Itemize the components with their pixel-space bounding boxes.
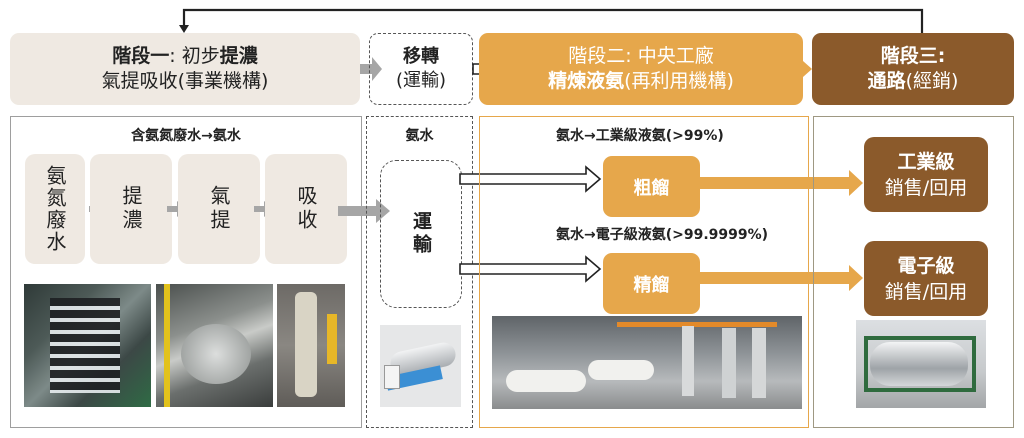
transfer-title: 移轉 [403,46,439,67]
stage-one-label: 階段一 [112,45,170,67]
stage-one-subtitle: 氣提吸收(事業機構) [101,70,269,92]
route-electronic-label: 氨水→電子級液氨(>99.9999%) [556,227,769,243]
step-concentrate: 提濃 [90,154,172,264]
stage-three-title: 階段三: [880,45,946,67]
transport-step-label: 運輸 [410,211,432,257]
on-site-process-panel: 含氨氮廢水→氨水 氨氮廢水 提濃 氣提 吸收 [10,116,362,428]
tanker-truck-photo [380,325,461,407]
stage-one-title-text: : 初步 [169,45,220,67]
step-stripping: 氣提 [178,154,260,264]
crude-distillation-box: 粗餾 [603,156,700,217]
gray-arrow-icon [360,57,382,81]
feedback-loop-arrow [179,8,924,33]
step-stripping-label: 氣提 [207,185,231,233]
fine-distillation-box: 精餾 [603,253,700,314]
step-wastewater-label: 氨氮廢水 [43,165,67,253]
panel-one-title: 含氨氮廢水→氨水 [131,128,241,144]
route-industrial-label: 氨水→工業級液氨(>99%) [556,128,724,144]
transfer-subtitle: (運輸) [395,70,447,91]
tan-arrow-icon [803,61,812,77]
stage-two-subtitle-emphasis: 精煉液氨 [548,70,625,92]
stage-one-header: 階段一: 初步提濃 氣提吸收(事業機構) [10,33,360,105]
membrane-module-stack-photo [24,284,151,407]
step-wastewater: 氨氮廢水 [25,154,85,264]
iso-tank-container-photo [856,320,986,408]
step-concentrate-label: 提濃 [119,185,143,233]
stage-three-subtitle-emphasis: 通路 [867,70,906,92]
stage-two-subtitle: (再利用機構) [624,70,734,92]
transport-step: 運輸 [380,160,462,308]
step-absorption-label: 吸收 [294,185,318,233]
industrial-grade-subtitle: 銷售/回用 [884,176,968,199]
stage-two-header: 階段二: 中央工廠 精煉液氨(再利用機構) [479,33,803,105]
gray-arrow-icon [338,199,390,223]
stainless-stripping-vessel-photo [156,284,273,407]
outline-arrow-icon [459,255,602,283]
electronic-grade-title: 電子級 [897,254,955,277]
stage-three-header: 階段三: 通路(經銷) [812,33,1014,105]
tan-arrow-icon [699,265,863,291]
crude-distillation-label: 粗餾 [633,177,670,199]
stage-two-title: 階段二: 中央工廠 [568,45,714,67]
fine-distillation-label: 精餾 [633,274,670,296]
electronic-grade-subtitle: 銷售/回用 [884,280,968,303]
industrial-grade-title: 工業級 [897,150,955,173]
step-absorption: 吸收 [265,154,347,264]
outline-arrow-icon [459,165,602,193]
panel-two-title: 氨水 [405,128,434,144]
transport-panel: 氨水 運輸 [366,116,473,428]
stage-one-title-emphasis: 提濃 [219,45,258,67]
transfer-header: 移轉 (運輸) [369,33,473,105]
electronic-grade-product: 電子級 銷售/回用 [864,241,988,316]
industrial-grade-product: 工業級 銷售/回用 [864,137,988,212]
absorption-tower-photo [277,284,345,407]
stage-three-subtitle: (經銷) [905,70,959,92]
distribution-panel: 工業級 銷售/回用 電子級 銷售/回用 [813,116,1014,428]
central-plant-distillation-photo [492,316,802,409]
tan-arrow-icon [699,170,863,196]
